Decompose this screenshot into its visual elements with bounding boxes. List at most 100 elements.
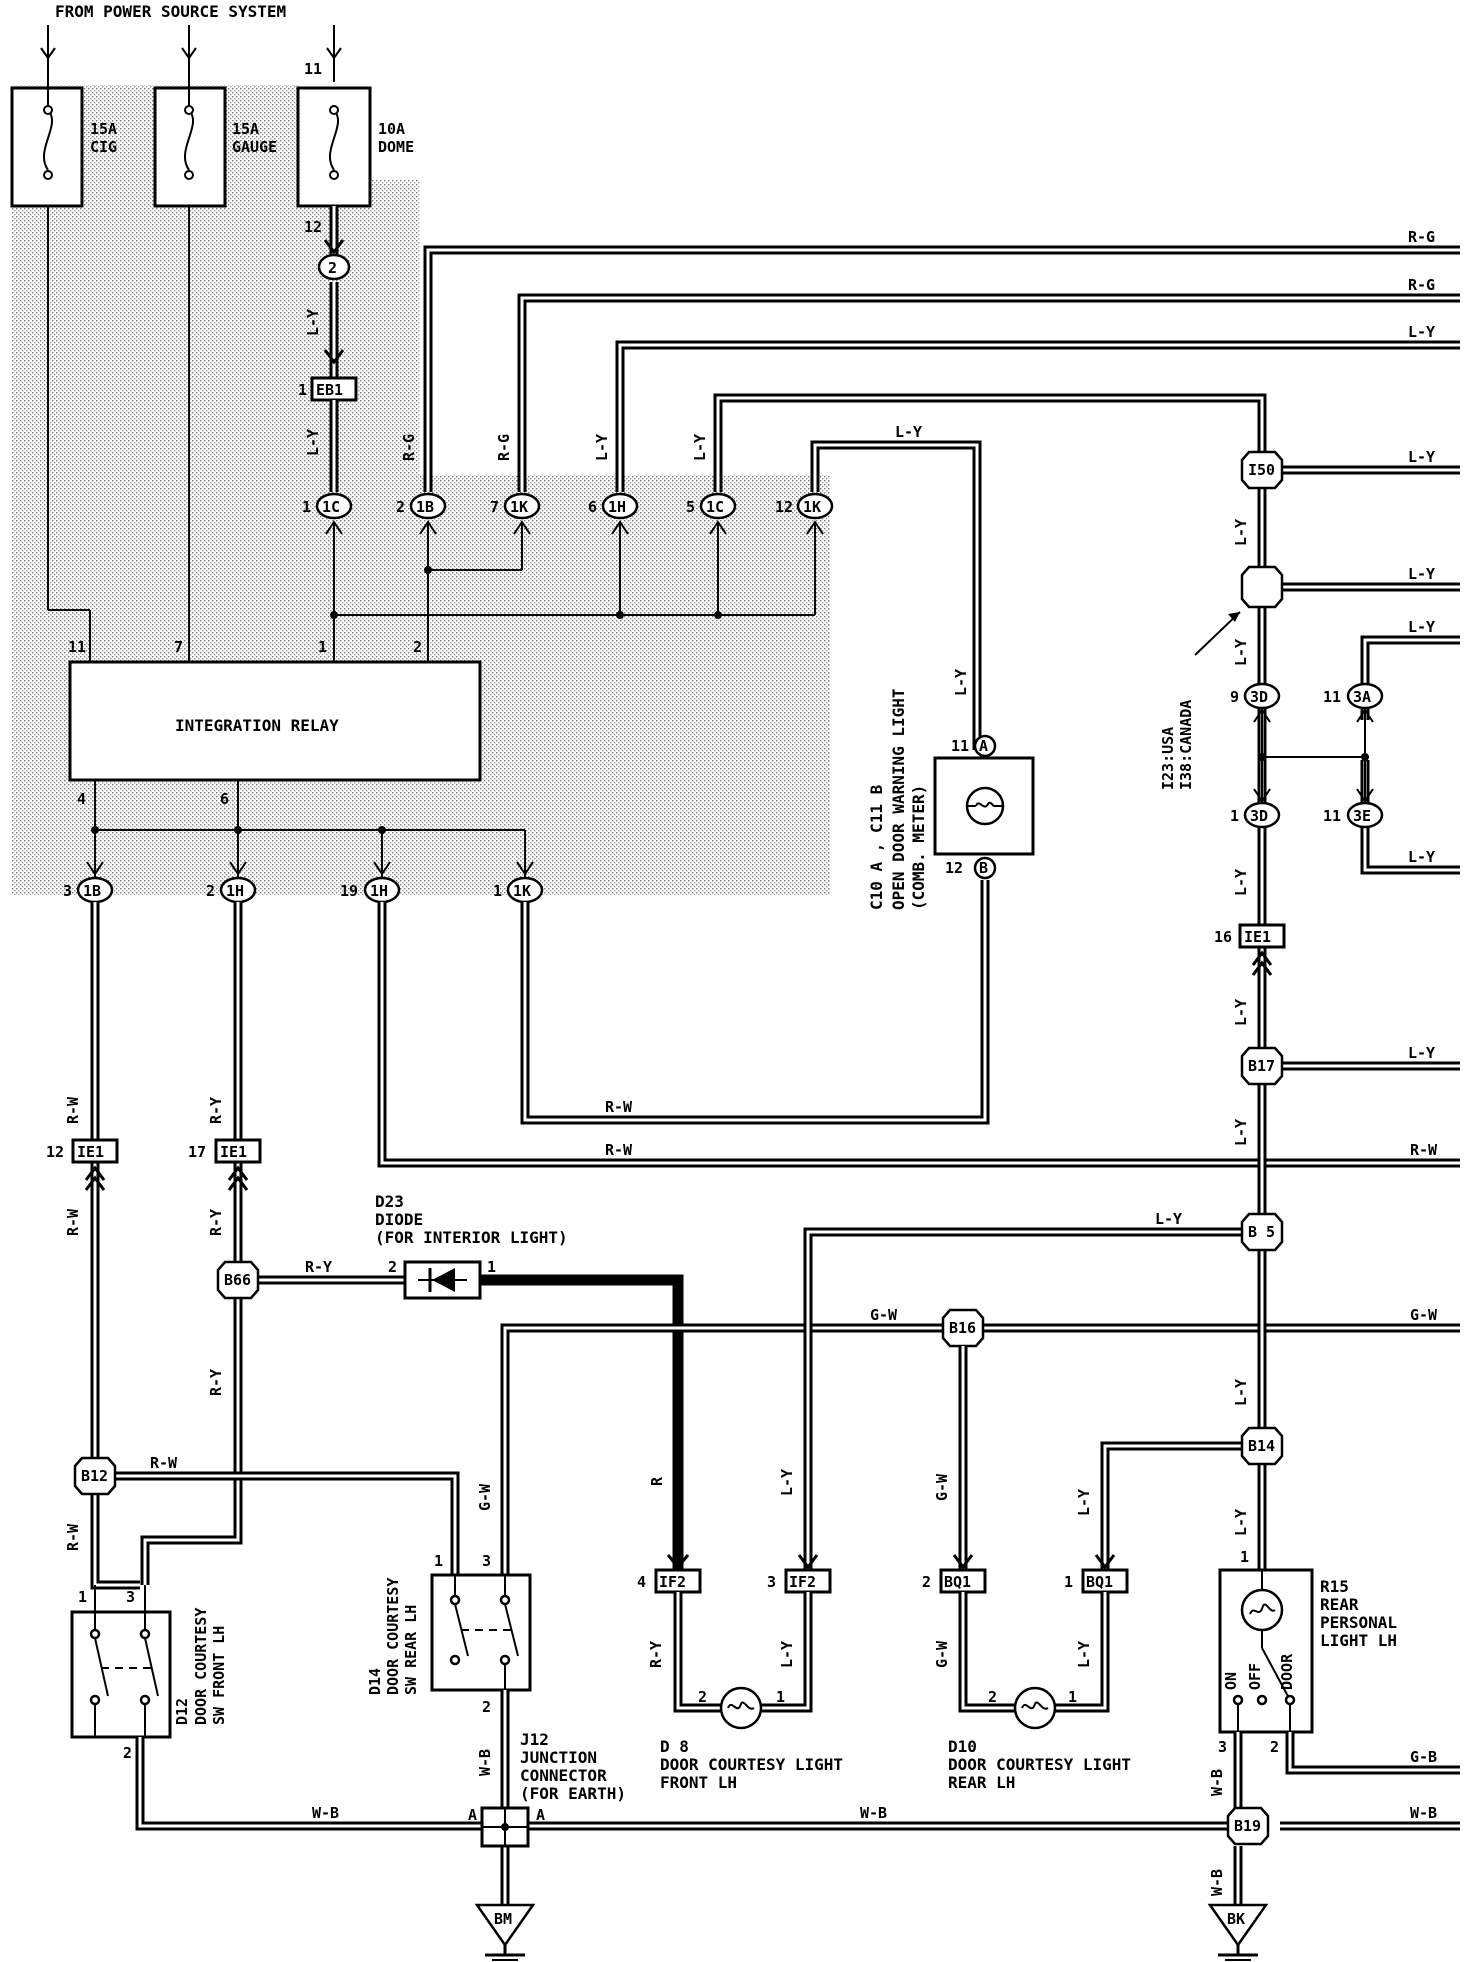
svg-text:1: 1 <box>318 638 327 656</box>
fuse-cig-name: CIG <box>90 138 117 156</box>
svg-text:2: 2 <box>396 498 405 516</box>
if2-bq1-connectors: IF2 4 IF2 3 BQ1 2 BQ1 1 <box>637 1568 1129 1594</box>
svg-text:11: 11 <box>951 737 969 755</box>
svg-text:W-B: W-B <box>476 1749 494 1776</box>
i23-annotation: I23:USA I38:CANADA <box>1159 611 1241 790</box>
svg-text:1: 1 <box>493 882 502 900</box>
svg-text:19: 19 <box>340 882 358 900</box>
svg-text:R-Y: R-Y <box>207 1369 225 1396</box>
conn-top-5: 1C5 <box>686 492 737 520</box>
svg-text:JUNCTION: JUNCTION <box>520 1748 597 1767</box>
wire-ly-v3: L-Y <box>593 434 611 461</box>
right-splices: I50 B17 B 5 B14 IE1 16 <box>1214 450 1286 1466</box>
svg-text:W-B: W-B <box>1208 1769 1226 1796</box>
svg-text:OFF: OFF <box>1246 1663 1264 1690</box>
ie1-connectors: IE1 12 IE1 17 <box>46 1138 262 1164</box>
svg-text:2: 2 <box>123 1744 132 1762</box>
door-light-line2: (COMB. METER) <box>909 785 928 910</box>
dome-to-eb1: 2 L-Y EB1 1 L-Y <box>298 206 358 492</box>
svg-text:DOOR COURTESY LIGHT: DOOR COURTESY LIGHT <box>948 1755 1131 1774</box>
ly-from-b5: L-Y L-Y <box>778 1210 1262 1570</box>
door-courtesy-light-front: 2 1 R-Y L-Y D 8 DOOR COURTESY LIGHT FRON… <box>647 1592 843 1792</box>
svg-text:1: 1 <box>434 1552 443 1570</box>
fuse-cig-amp: 15A <box>90 120 117 138</box>
svg-text:I23:USA: I23:USA <box>1159 727 1177 790</box>
conn-top-2: 1B 2 <box>396 492 447 520</box>
svg-text:IE1: IE1 <box>1244 928 1271 946</box>
relay-name: INTEGRATION RELAY <box>175 716 339 735</box>
svg-text:1H: 1H <box>370 882 388 900</box>
svg-text:G-W: G-W <box>933 1473 951 1501</box>
svg-text:2: 2 <box>698 1688 707 1706</box>
svg-text:3D: 3D <box>1250 807 1268 825</box>
svg-text:D10: D10 <box>948 1737 977 1756</box>
splice-b66: R-Y B66 <box>216 1258 405 1300</box>
rw-loop: R-W R-W R-W <box>377 880 1460 1168</box>
svg-text:1: 1 <box>302 498 311 516</box>
svg-text:1: 1 <box>1068 1688 1077 1706</box>
door-light-line1: OPEN DOOR WARNING LIGHT <box>889 688 908 910</box>
fuse-gauge-name: GAUGE <box>232 138 277 156</box>
fuse-dome: 10A DOME 11 12 <box>296 60 414 236</box>
svg-text:R-Y: R-Y <box>647 1641 665 1668</box>
conn-bot-2: 1H2 <box>206 876 257 904</box>
svg-text:3: 3 <box>63 882 72 900</box>
connectors-3x: 3D 9 3A 11 3D 1 3E 11 <box>1230 682 1384 829</box>
svg-text:B17: B17 <box>1248 1057 1275 1075</box>
svg-text:IE1: IE1 <box>220 1143 247 1161</box>
svg-text:L-Y: L-Y <box>1075 1489 1093 1516</box>
wire-rg-2: R-G <box>1408 276 1435 294</box>
svg-text:G-W: G-W <box>933 1640 951 1668</box>
svg-text:L-Y: L-Y <box>1232 519 1250 546</box>
svg-text:SW REAR LH: SW REAR LH <box>402 1605 420 1695</box>
svg-text:IF2: IF2 <box>789 1573 816 1591</box>
svg-text:REAR LH: REAR LH <box>948 1773 1015 1792</box>
svg-text:R-W: R-W <box>64 1523 82 1551</box>
svg-text:11: 11 <box>1323 807 1341 825</box>
svg-text:2: 2 <box>388 1258 397 1276</box>
svg-text:G-W: G-W <box>1410 1306 1438 1324</box>
svg-text:B16: B16 <box>949 1319 976 1337</box>
svg-text:W-B: W-B <box>860 1804 887 1822</box>
svg-text:3: 3 <box>767 1573 776 1591</box>
fuse-gauge: 15A GAUGE <box>153 82 277 208</box>
svg-text:IE1: IE1 <box>77 1143 104 1161</box>
splice-2: 2 <box>328 259 337 277</box>
svg-text:1K: 1K <box>510 498 528 516</box>
svg-text:6: 6 <box>220 790 229 808</box>
svg-text:12: 12 <box>945 859 963 877</box>
svg-text:R-W: R-W <box>64 1096 82 1124</box>
splice-b12: B12 <box>73 1456 117 1496</box>
svg-text:9: 9 <box>1230 688 1239 706</box>
svg-text:R-Y: R-Y <box>207 1209 225 1236</box>
svg-text:1C: 1C <box>322 498 340 516</box>
svg-text:3D: 3D <box>1250 688 1268 706</box>
power-feed-arrows <box>40 25 342 82</box>
fuse-to-relay-wires <box>47 206 190 662</box>
svg-text:1B: 1B <box>416 498 434 516</box>
svg-text:3E: 3E <box>1353 807 1371 825</box>
svg-text:16: 16 <box>1214 928 1232 946</box>
svg-text:B14: B14 <box>1248 1437 1275 1455</box>
wire-ly-dome: L-Y <box>304 309 322 336</box>
svg-text:1H: 1H <box>608 498 626 516</box>
svg-text:1K: 1K <box>513 882 531 900</box>
svg-text:2: 2 <box>988 1688 997 1706</box>
open-door-warning-light: A 11 B 12 C10 A , C11 B OPEN DOOR WARNIN… <box>867 688 1035 910</box>
svg-text:L-Y: L-Y <box>1232 1509 1250 1536</box>
connector-eb1: EB1 <box>316 381 343 399</box>
svg-text:W-B: W-B <box>1208 1869 1226 1896</box>
svg-text:7: 7 <box>490 498 499 516</box>
svg-text:1H: 1H <box>226 882 244 900</box>
svg-text:R-W: R-W <box>150 1454 178 1472</box>
svg-text:2: 2 <box>1270 1738 1279 1756</box>
svg-text:1: 1 <box>1240 1548 1249 1566</box>
svg-text:3: 3 <box>1218 1738 1227 1756</box>
connector-eb1-pin: 1 <box>298 381 307 399</box>
svg-text:R-W: R-W <box>1410 1141 1438 1159</box>
svg-text:L-Y: L-Y <box>1408 1044 1435 1062</box>
svg-text:L-Y: L-Y <box>1408 448 1435 466</box>
